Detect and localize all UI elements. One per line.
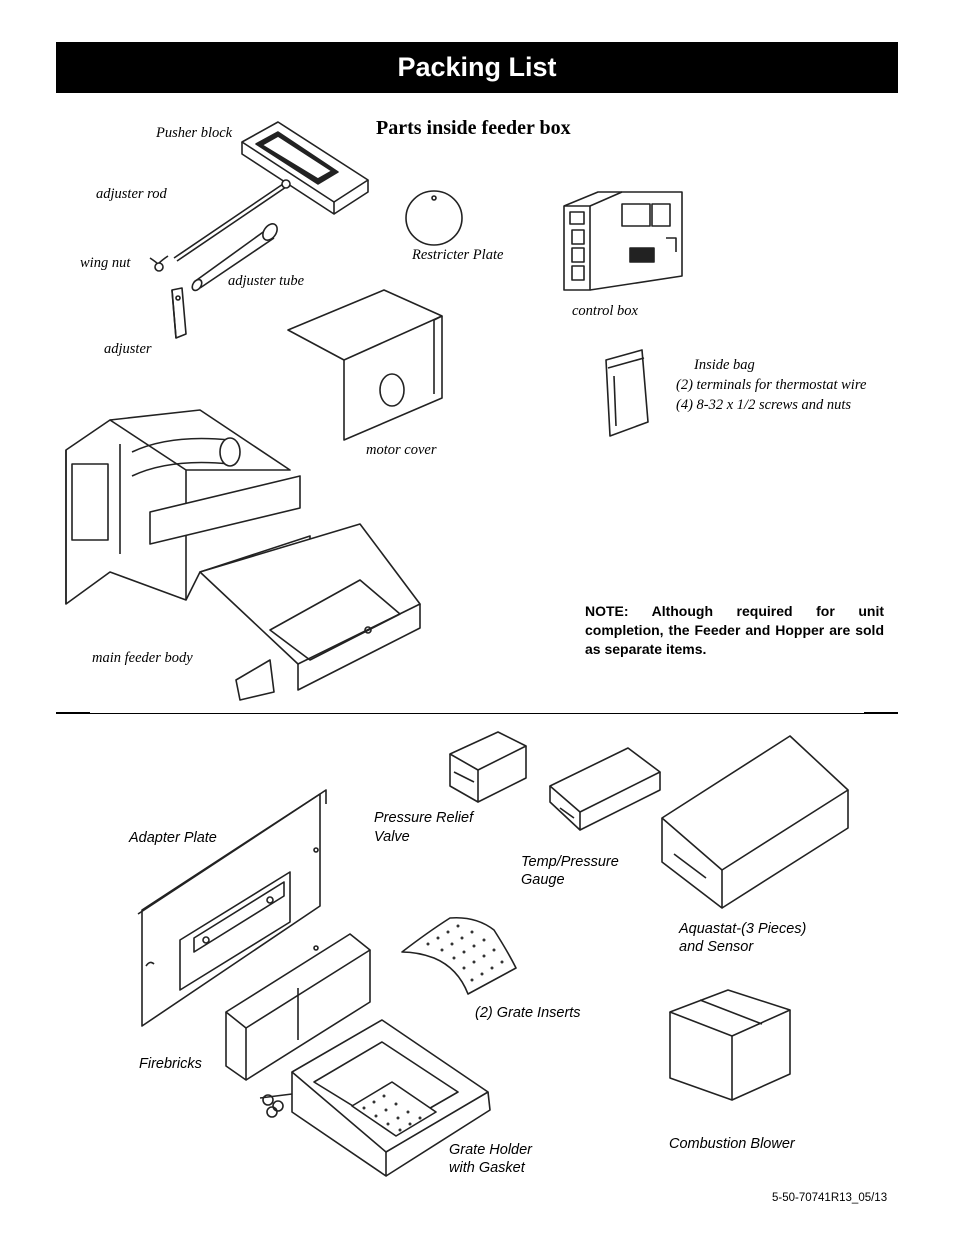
adjuster-illustration [171, 287, 187, 339]
label-pressure-relief-line-1: Pressure Relief [374, 810, 474, 826]
adjuster-rod-illustration [173, 179, 291, 262]
label-motor-cover: motor cover [366, 442, 437, 458]
control-box-illustration [563, 191, 683, 291]
wing-nut-illustration [149, 255, 169, 272]
motor-cover-illustration [287, 289, 443, 441]
section-divider [56, 713, 898, 714]
label-grate-inserts: (2) Grate Inserts [475, 1005, 581, 1021]
document-code: 5-50-70741R13_05/13 [772, 1192, 888, 1204]
label-adjuster-rod: adjuster rod [96, 186, 167, 202]
inside-bag-line-2: (4) 8-32 x 1/2 screws and nuts [676, 397, 852, 413]
pressure-relief-valve-illustration [449, 731, 527, 803]
adapter-plate-illustration [137, 789, 327, 1027]
label-grate-holder-line-1: Grate Holder [449, 1142, 533, 1158]
label-grate-holder-line-2: with Gasket [449, 1160, 525, 1176]
label-main-feeder-body: main feeder body [92, 650, 193, 666]
firebricks-illustration [225, 933, 371, 1081]
label-pressure-relief-line-2: Valve [374, 829, 410, 845]
feeder-heading: Parts inside feeder box [376, 117, 571, 139]
label-temp-gauge-line-2: Gauge [521, 872, 565, 888]
feeder-note: NOTE: Although required for unit complet… [585, 603, 884, 657]
label-aquastat-line-1: Aquastat-(3 Pieces) [679, 921, 807, 937]
label-control-box: control box [572, 303, 638, 319]
inside-bag-title: Inside bag [694, 357, 755, 373]
label-combustion-blower: Combustion Blower [669, 1136, 795, 1152]
label-firebricks: Firebricks [139, 1056, 202, 1072]
label-pusher-block: Pusher block [156, 125, 233, 141]
inside-bag-illustration [605, 349, 649, 437]
aquastat-illustration [661, 735, 849, 909]
adjuster-tube-illustration [191, 223, 278, 292]
divider-left-accent [56, 712, 90, 714]
page-title: Packing List [56, 42, 898, 93]
label-aquastat-line-2: and Sensor [679, 939, 754, 955]
pusher-block-illustration [241, 121, 369, 215]
combustion-blower-illustration [669, 989, 791, 1101]
label-adapter-plate: Adapter Plate [129, 830, 217, 846]
grate-insert-illustration [401, 916, 517, 995]
restricter-plate-illustration [405, 190, 463, 246]
label-restricter-plate: Restricter Plate [412, 247, 504, 263]
grate-holder-illustration [259, 1019, 491, 1177]
divider-right-accent [864, 712, 898, 714]
label-temp-gauge-line-1: Temp/Pressure [521, 854, 619, 870]
main-feeder-body-illustration [65, 409, 421, 701]
label-adjuster-tube: adjuster tube [228, 273, 305, 289]
temp-pressure-gauge-illustration [549, 747, 661, 831]
inside-bag-line-1: (2) terminals for thermostat wire [676, 377, 867, 393]
label-wing-nut: wing nut [80, 255, 131, 271]
label-adjuster: adjuster [104, 341, 152, 357]
